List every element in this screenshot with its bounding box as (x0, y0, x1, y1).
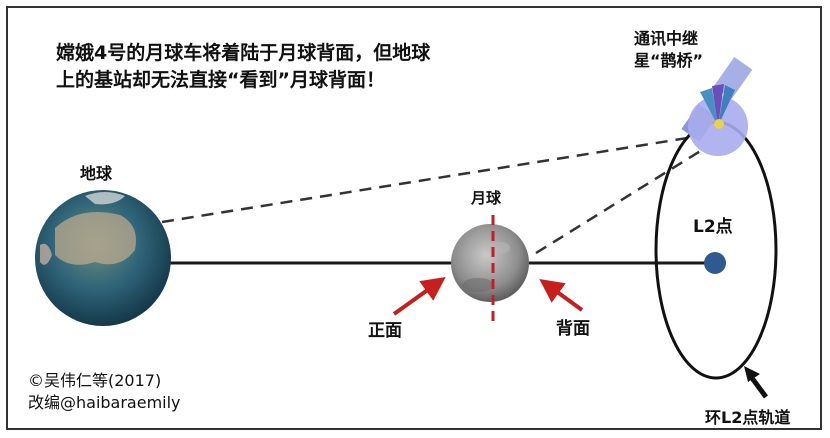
relay-satellite-label-line-2: 星“鹊桥” (634, 51, 704, 70)
l2-orbit-label: 环L2点轨道 (705, 408, 791, 427)
far-side-label: 背面 (556, 319, 590, 339)
headline-text: 嫦娥4号的月球车将着陆于月球背面，但地球 上的基站却无法直接“看到”月球背面！ (56, 40, 430, 94)
earth-label: 地球 (80, 164, 113, 183)
far-side-arrow-icon (539, 278, 584, 312)
near-side-label: 正面 (368, 321, 402, 341)
l2-point-dot (704, 252, 726, 274)
diagram-frame (6, 6, 822, 430)
earth-to-satellite-dashed-line (161, 134, 701, 224)
queqiao-relay-satellite-icon (681, 56, 753, 156)
moon-globe (451, 224, 529, 302)
l2-point-label: L2点 (693, 217, 733, 237)
earth-globe (35, 190, 171, 326)
credit-text: ©吴伟仁等(2017) 改编@haibaraemily (28, 370, 181, 414)
relay-satellite-label-line-1: 通讯中继 (634, 29, 699, 48)
credit-line-2: 改编@haibaraemily (28, 393, 181, 412)
headline-line-1: 嫦娥4号的月球车将着陆于月球背面，但地球 (56, 42, 431, 64)
credit-line-1: ©吴伟仁等(2017) (28, 371, 162, 390)
l2-halo-orbit (654, 120, 778, 380)
relay-satellite-label: 通讯中继 星“鹊桥” (634, 28, 703, 72)
headline-line-2: 上的基站却无法直接“看到”月球背面！ (56, 69, 385, 91)
moon-to-satellite-dashed-line (535, 148, 703, 255)
orbit-pointer-arrow-icon (744, 366, 769, 399)
near-side-arrow-icon (392, 277, 446, 316)
moon-label: 月球 (471, 189, 502, 207)
